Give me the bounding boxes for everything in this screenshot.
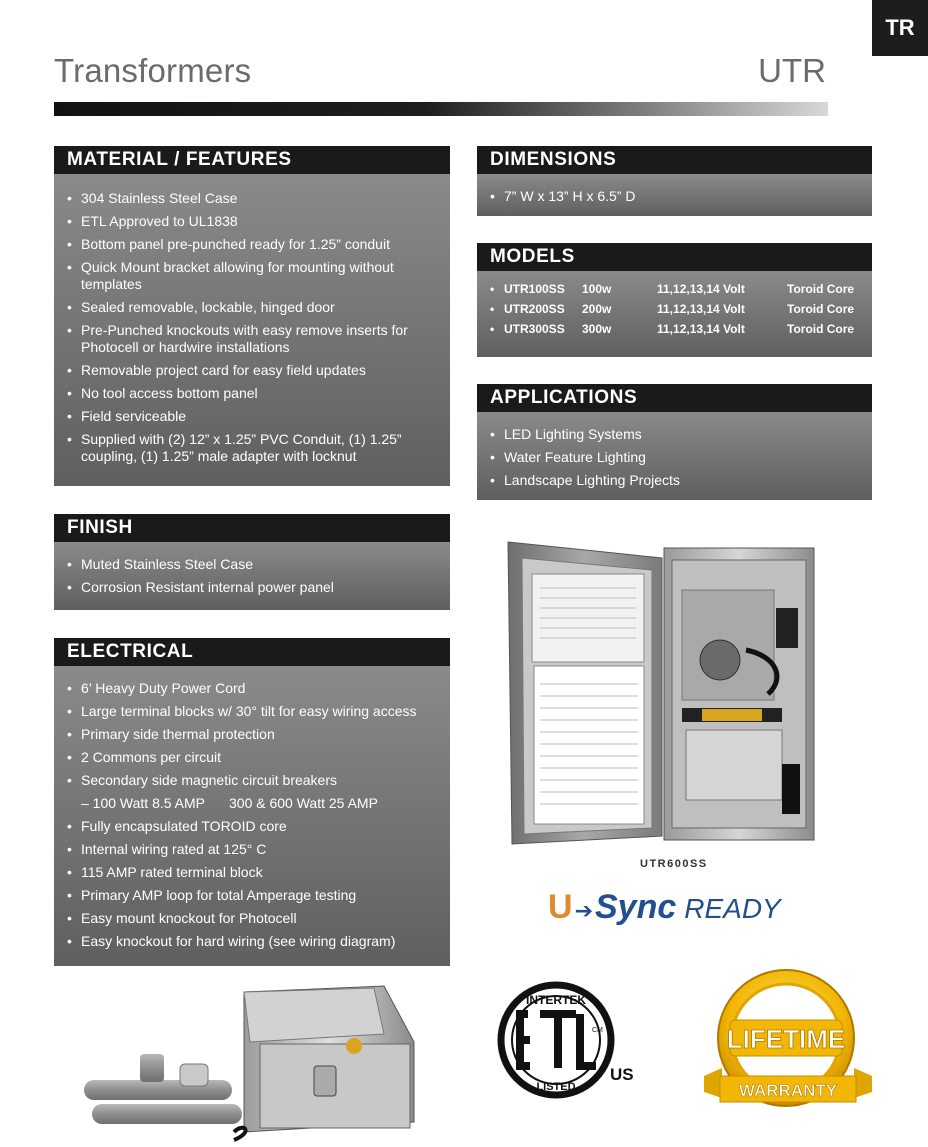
list-item: Easy knockout for hard wiring (see wirin… [67, 933, 436, 950]
list-item: Large terminal blocks w/ 30° tilt for ea… [67, 703, 436, 720]
list-item: Bottom panel pre-punched ready for 1.25”… [67, 236, 436, 253]
lifetime-warranty-badge: LIFETIME WARRANTY [704, 969, 872, 1107]
finish-section: FINISH Muted Stainless Steel Case Corros… [54, 514, 450, 610]
list-item: 304 Stainless Steel Case [67, 190, 436, 207]
model-voltage: 11,12,13,14 Volt [657, 322, 745, 336]
list-subitem: – 100 Watt 8.5 AMP 300 & 600 Watt 25 AMP [67, 795, 436, 812]
section-tab: TR [872, 0, 928, 56]
product-caption: UTR600SS [640, 858, 708, 870]
model-wattage: 300w [582, 322, 612, 336]
section-heading: APPLICATIONS [490, 387, 638, 408]
breaker-rating-300-600: 300 & 600 Watt 25 AMP [229, 795, 378, 811]
list-item: ETL Approved to UL1838 [67, 213, 436, 230]
etl-us-text: US [610, 1065, 634, 1084]
section-body: 7” W x 13” H x 6.5” D [477, 174, 872, 216]
model-voltage: 11,12,13,14 Volt [657, 282, 745, 296]
electrical-section: ELECTRICAL 6’ Heavy Duty Power Cord Larg… [54, 638, 450, 966]
material-features-section: MATERIAL / FEATURES 304 Stainless Steel … [54, 146, 450, 486]
section-body: Muted Stainless Steel Case Corrosion Res… [54, 542, 450, 610]
list-item: Easy mount knockout for Photocell [67, 910, 436, 927]
breaker-rating-100: – 100 Watt 8.5 AMP [81, 795, 205, 811]
dimensions-section: DIMENSIONS 7” W x 13” H x 6.5” D [477, 146, 872, 216]
list-item: Muted Stainless Steel Case [67, 556, 436, 573]
list-item: Internal wiring rated at 125° C [67, 841, 436, 858]
section-header: MATERIAL / FEATURES [54, 146, 450, 174]
model-wattage: 100w [582, 282, 612, 296]
transformer-open-photo [507, 541, 815, 845]
etl-cm-text: CM [592, 1027, 603, 1034]
model-number: UTR300SS [504, 322, 565, 336]
usync-ready-logo: U ➔ Sync READY [548, 888, 781, 927]
model-wattage: 200w [582, 302, 612, 316]
models-section: MODELS • UTR100SS 100w 11,12,13,14 Volt … [477, 243, 872, 357]
section-heading: ELECTRICAL [67, 641, 194, 662]
table-row: • UTR200SS 200w 11,12,13,14 Volt Toroid … [490, 299, 858, 319]
list-item: Landscape Lighting Projects [490, 472, 858, 489]
section-header: DIMENSIONS [477, 146, 872, 174]
applications-list: LED Lighting Systems Water Feature Light… [490, 426, 858, 489]
section-heading: DIMENSIONS [490, 149, 617, 170]
model-core: Toroid Core [787, 302, 855, 316]
model-number: UTR200SS [504, 302, 565, 316]
page-title: Transformers [54, 52, 252, 89]
list-item: Supplied with (2) 12” x 1.25” PVC Condui… [67, 431, 436, 465]
section-body: 6’ Heavy Duty Power Cord Large terminal … [54, 666, 450, 966]
warranty-bottom-text: WARRANTY [739, 1081, 838, 1100]
list-item: Water Feature Lighting [490, 449, 858, 466]
etl-listed-logo: INTERTEK LISTED CM US [497, 981, 634, 1099]
list-item: 6’ Heavy Duty Power Cord [67, 680, 436, 697]
etl-bottom-text: LISTED [536, 1081, 575, 1093]
usync-sync: Sync [595, 888, 677, 926]
section-header: ELECTRICAL [54, 638, 450, 666]
section-header: APPLICATIONS [477, 384, 872, 412]
models-table: • UTR100SS 100w 11,12,13,14 Volt Toroid … [490, 279, 858, 339]
section-body: • UTR100SS 100w 11,12,13,14 Volt Toroid … [477, 271, 872, 357]
table-row: • UTR100SS 100w 11,12,13,14 Volt Toroid … [490, 279, 858, 299]
list-item: Secondary side magnetic circuit breakers [67, 772, 436, 789]
list-item: Pre-Punched knockouts with easy remove i… [67, 322, 436, 356]
transformer-conduit-photo [84, 985, 415, 1142]
usync-ready: READY [684, 893, 781, 924]
model-core: Toroid Core [787, 282, 855, 296]
section-heading: MATERIAL / FEATURES [67, 149, 292, 170]
list-item: 115 AMP rated terminal block [67, 864, 436, 881]
usync-u: U [548, 888, 573, 926]
table-row: • UTR300SS 300w 11,12,13,14 Volt Toroid … [490, 319, 858, 339]
list-item: Fully encapsulated TOROID core [67, 818, 436, 835]
model-voltage: 11,12,13,14 Volt [657, 302, 745, 316]
section-header: MODELS [477, 243, 872, 271]
list-item: Corrosion Resistant internal power panel [67, 579, 436, 596]
section-body: 304 Stainless Steel Case ETL Approved to… [54, 174, 450, 486]
title-rule [54, 102, 828, 116]
applications-section: APPLICATIONS LED Lighting Systems Water … [477, 384, 872, 500]
warranty-top-text: LIFETIME [727, 1024, 845, 1054]
list-item: Primary AMP loop for total Amperage test… [67, 887, 436, 904]
electrical-list: 6’ Heavy Duty Power Cord Large terminal … [67, 680, 436, 950]
etl-top-text: INTERTEK [526, 993, 586, 1007]
model-number: UTR100SS [504, 282, 565, 296]
dimensions-list: 7” W x 13” H x 6.5” D [490, 188, 858, 205]
model-core: Toroid Core [787, 322, 855, 336]
list-item: Quick Mount bracket allowing for mountin… [67, 259, 436, 293]
list-item: 7” W x 13” H x 6.5” D [490, 188, 858, 205]
list-item: Primary side thermal protection [67, 726, 436, 743]
list-item: Sealed removable, lockable, hinged door [67, 299, 436, 316]
section-body: LED Lighting Systems Water Feature Light… [477, 412, 872, 500]
arrow-right-icon: ➔ [574, 898, 593, 923]
list-item: LED Lighting Systems [490, 426, 858, 443]
list-item: Field serviceable [67, 408, 436, 425]
list-item: 2 Commons per circuit [67, 749, 436, 766]
product-code: UTR [758, 52, 826, 89]
section-heading: MODELS [490, 246, 575, 267]
list-item: No tool access bottom panel [67, 385, 436, 402]
material-list: 304 Stainless Steel Case ETL Approved to… [67, 190, 436, 465]
list-item: Removable project card for easy field up… [67, 362, 436, 379]
finish-list: Muted Stainless Steel Case Corrosion Res… [67, 556, 436, 596]
section-heading: FINISH [67, 517, 133, 538]
section-tab-label: TR [885, 15, 915, 40]
section-header: FINISH [54, 514, 450, 542]
